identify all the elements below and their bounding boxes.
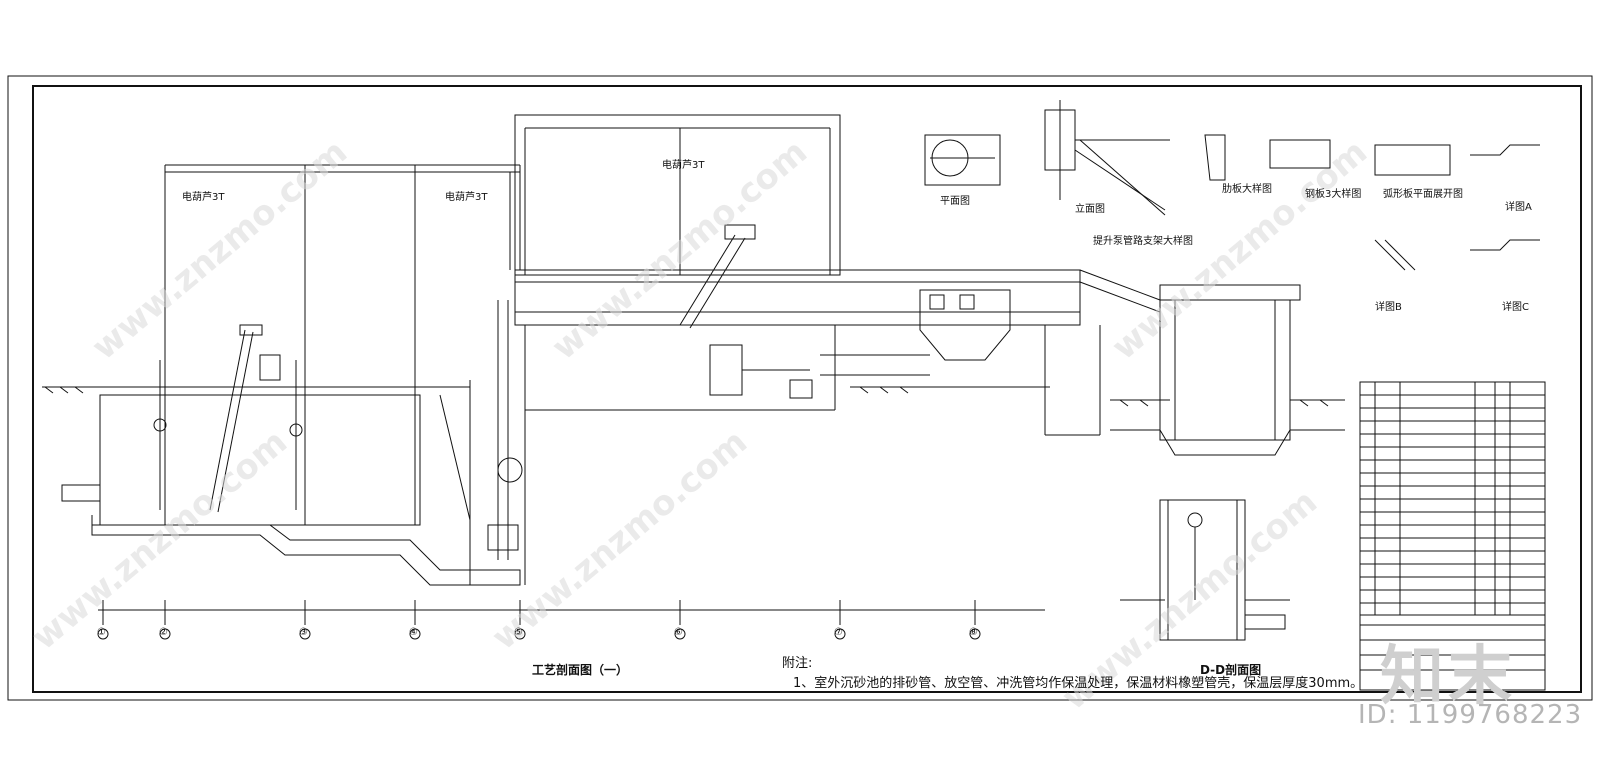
channel xyxy=(514,269,1081,326)
grit-chamber xyxy=(919,289,1011,361)
building-middle xyxy=(514,114,841,276)
dd-section-title: D-D剖面图 xyxy=(1200,663,1262,677)
axis-ticks xyxy=(102,600,976,625)
hoist-label-3: 电葫芦3T xyxy=(662,160,705,171)
detail-a-title: 详图A xyxy=(1505,202,1532,213)
title-table xyxy=(1359,381,1546,691)
inner-border xyxy=(32,85,1582,693)
axis-label-5: ⑤ xyxy=(514,627,523,638)
rib-detail-title: 肋板大样图 xyxy=(1222,184,1272,195)
axis-label-3: ③ xyxy=(299,627,308,638)
arc-plate-plan-title: 弧形板平面展开图 xyxy=(1383,189,1463,200)
axis-label-6: ⑥ xyxy=(674,627,683,638)
axis-circles xyxy=(97,628,981,640)
notes-heading: 附注: xyxy=(782,656,813,671)
axis-label-1: ① xyxy=(97,627,106,638)
hoist-label-2: 电葫芦3T xyxy=(445,192,488,203)
table-rows xyxy=(1360,394,1545,671)
axis-label-7: ⑦ xyxy=(834,627,843,638)
outer-border xyxy=(7,75,1593,701)
axis-label-4: ④ xyxy=(409,627,418,638)
watermark-logo: 知末 xyxy=(1380,640,1516,714)
notes-line-1: 1、室外沉砂池的排砂管、放空管、冲洗管均作保温处理，保温材料橡塑管壳，保温层厚度… xyxy=(793,676,1364,691)
detail-c-title: 详图C xyxy=(1502,302,1529,313)
process-section-title: 工艺剖面图（一） xyxy=(532,663,629,677)
axis-label-2: ② xyxy=(159,627,168,638)
hoist-label-1: 电葫芦3T xyxy=(182,192,225,203)
support-detail-title: 提升泵管路支架大样图 xyxy=(1093,236,1193,247)
watermark-id: ID: 1199768223 xyxy=(1358,700,1583,730)
plan-view-title: 平面图 xyxy=(940,196,970,207)
steel-plate-detail-title: 钢板3大样图 xyxy=(1305,189,1362,200)
axis-label-8: ⑧ xyxy=(969,627,978,638)
ground-hatch xyxy=(44,386,1329,407)
dd-section xyxy=(1159,499,1246,641)
plan-view-detail xyxy=(924,134,1001,186)
tank-bottom xyxy=(91,515,521,586)
elevation-view-title: 立面图 xyxy=(1075,204,1105,215)
detail-b-title: 详图B xyxy=(1375,302,1402,313)
